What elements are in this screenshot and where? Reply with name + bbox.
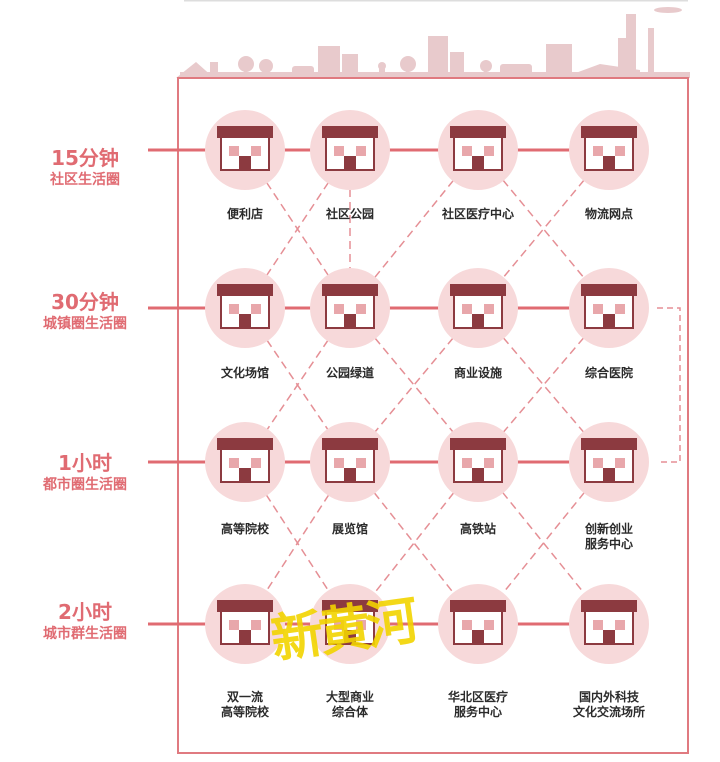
tier-name: 都市圈生活圈 <box>43 477 127 493</box>
node-label-line: 服务中心 <box>584 537 633 551</box>
shopping-mall-icon <box>310 584 390 664</box>
tier-time: 1小时 <box>58 451 112 475</box>
tier-name: 城镇圈生活圈 <box>43 316 127 332</box>
node-label-line: 物流网点 <box>584 207 633 221</box>
node-label-line: 高等院校 <box>220 522 269 536</box>
node-label-line: 社区公园 <box>325 207 374 221</box>
city-skyline-icon <box>176 7 690 78</box>
office-tower-icon <box>569 422 649 502</box>
tier-name: 城市群生活圈 <box>43 626 127 642</box>
node-label-line: 高铁站 <box>459 522 496 536</box>
node-label-line: 创新创业 <box>584 522 633 536</box>
node-label-line: 服务中心 <box>453 705 502 719</box>
node-label-line: 文化交流场所 <box>572 705 645 719</box>
node-label-mall: 大型商业综合体 <box>280 690 420 720</box>
node-label-line: 便利店 <box>226 207 263 221</box>
node-label-railway: 高铁站 <box>408 522 548 537</box>
tier-time: 2小时 <box>58 600 112 624</box>
node-label-line: 综合医院 <box>584 366 633 380</box>
node-label-line: 双一流 <box>226 690 263 704</box>
node-label-line: 大型商业 <box>325 690 374 704</box>
exhibition-hall-icon <box>310 422 390 502</box>
clinic-icon <box>438 110 518 190</box>
supermarket-icon <box>438 268 518 348</box>
node-label-greenway: 公园绿道 <box>280 366 420 381</box>
node-label-line: 展览馆 <box>331 522 368 536</box>
park-bench-icon <box>310 110 390 190</box>
node-label-park: 社区公园 <box>280 207 420 222</box>
node-label-medical: 华北区医疗服务中心 <box>408 690 548 720</box>
frame-border <box>177 77 689 754</box>
college-building-icon <box>205 422 285 502</box>
museum-building-icon <box>205 268 285 348</box>
city-skyline-icon <box>569 584 649 664</box>
node-label-exhibition: 展览馆 <box>280 522 420 537</box>
tier-label-1hour: 1小时 都市圈生活圈 <box>0 451 170 495</box>
hospital-icon <box>569 268 649 348</box>
node-label-exchange: 国内外科技文化交流场所 <box>539 690 679 720</box>
medical-center-icon <box>438 584 518 664</box>
node-label-line: 国内外科技 <box>578 690 639 704</box>
bracket-link <box>657 307 681 463</box>
node-label-line: 公园绿道 <box>325 366 374 380</box>
high-speed-train-icon <box>438 422 518 502</box>
tier-time: 15分钟 <box>51 146 119 170</box>
node-label-line: 华北区医疗 <box>447 690 508 704</box>
tree-arch-icon <box>310 268 390 348</box>
tier-label-30min: 30分钟 城镇圈生活圈 <box>0 290 170 334</box>
node-label-line: 社区医疗中心 <box>441 207 514 221</box>
node-label-culture: 文化场馆 <box>175 366 315 381</box>
node-label-hospital: 综合医院 <box>539 366 679 381</box>
node-label-logistics: 物流网点 <box>539 207 679 222</box>
node-label-innovation: 创新创业服务中心 <box>539 522 679 552</box>
node-label-clinic: 社区医疗中心 <box>408 207 548 222</box>
tier-name: 社区生活圈 <box>50 172 120 188</box>
node-label-college: 高等院校 <box>175 522 315 537</box>
node-label-line: 商业设施 <box>453 366 502 380</box>
node-label-store: 便利店 <box>175 207 315 222</box>
node-label-commerce: 商业设施 <box>408 366 548 381</box>
node-label-line: 高等院校 <box>220 705 269 719</box>
node-label-line: 文化场馆 <box>220 366 269 380</box>
tier-time: 30分钟 <box>51 290 119 314</box>
laurel-university-icon <box>205 584 285 664</box>
tier-label-2hour: 2小时 城市群生活圈 <box>0 600 170 644</box>
tier-label-15min: 15分钟 社区生活圈 <box>0 146 170 190</box>
node-label-university: 双一流高等院校 <box>175 690 315 720</box>
convenience-store-icon <box>205 110 285 190</box>
delivery-truck-icon <box>569 110 649 190</box>
node-label-line: 综合体 <box>331 705 368 719</box>
